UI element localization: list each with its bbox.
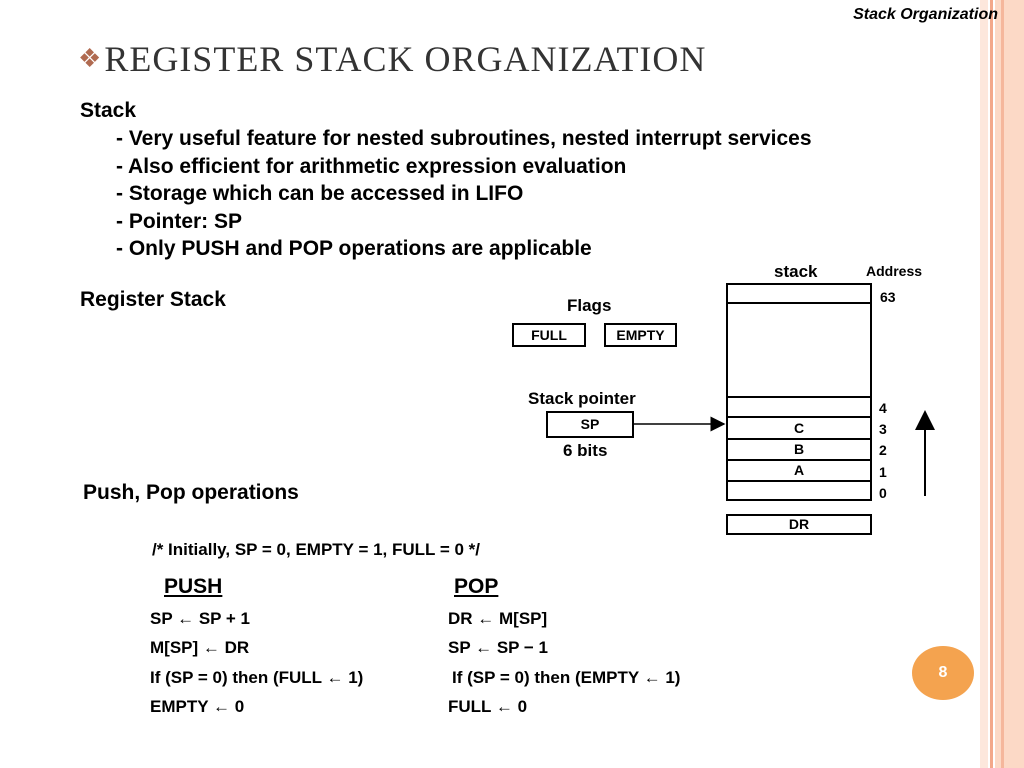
init-comment: /* Initially, SP = 0, EMPTY = 1, FULL = … (152, 540, 481, 559)
stack-cell-0 (726, 480, 872, 501)
stack-cell-range (726, 302, 872, 398)
push-step: SP ← SP + 1 (150, 609, 251, 628)
address-1: 1 (879, 464, 887, 480)
push-title: PUSH (164, 575, 223, 598)
stack-pointer-label: Stack pointer (528, 389, 636, 408)
pop-step: FULL ← 0 (448, 697, 528, 716)
stack-heading: Stack (80, 99, 137, 122)
slide-title: ❖ REGISTER STACK ORGANIZATION (78, 38, 706, 80)
pop-step: SP ← SP − 1 (448, 638, 549, 657)
sp-register: SP (546, 411, 634, 438)
dr-register: DR (726, 514, 872, 535)
address-3: 3 (879, 421, 887, 437)
bullet-item: - Pointer: SP (116, 209, 243, 233)
slide-title-text: REGISTER STACK ORGANIZATION (104, 39, 707, 79)
address-0: 0 (879, 485, 887, 501)
full-flag: FULL (512, 323, 586, 347)
register-stack-heading: Register Stack (80, 288, 226, 311)
stripe (980, 0, 988, 768)
bullet-item: - Also efficient for arithmetic expressi… (116, 154, 627, 178)
bullet-item: - Very useful feature for nested subrout… (116, 127, 812, 150)
address-4: 4 (879, 400, 887, 416)
empty-flag: EMPTY (604, 323, 677, 347)
stack-cell-3: C (726, 416, 872, 440)
push-step: EMPTY ← 0 (150, 697, 245, 716)
stripe (1001, 0, 1004, 768)
pop-title: POP (454, 575, 499, 598)
diamond-bullet-icon: ❖ (78, 44, 103, 73)
bullet-item: - Only PUSH and POP operations are appli… (116, 237, 592, 260)
address-2: 2 (879, 442, 887, 458)
push-step: If (SP = 0) then (FULL ← 1) (150, 668, 364, 687)
stack-bullet-list: - Very useful feature for nested subrout… (116, 125, 812, 263)
sp-bits-label: 6 bits (563, 441, 608, 460)
stripe (990, 0, 993, 768)
page-number-badge: 8 (912, 646, 974, 700)
corner-title: Stack Organization (853, 6, 998, 23)
push-pop-heading: Push, Pop operations (83, 481, 299, 504)
address-label: Address (866, 263, 923, 279)
pop-step: DR ← M[SP] (448, 609, 548, 628)
decorative-stripes (980, 0, 1024, 768)
address-63: 63 (880, 289, 896, 305)
pop-step: If (SP = 0) then (EMPTY ← 1) (452, 668, 681, 687)
stack-label: stack (774, 262, 818, 281)
bullet-item: - Storage which can be accessed in LIFO (116, 182, 524, 205)
flags-label: Flags (567, 296, 612, 315)
push-step: M[SP] ← DR (150, 638, 250, 657)
stripe (995, 0, 1024, 768)
